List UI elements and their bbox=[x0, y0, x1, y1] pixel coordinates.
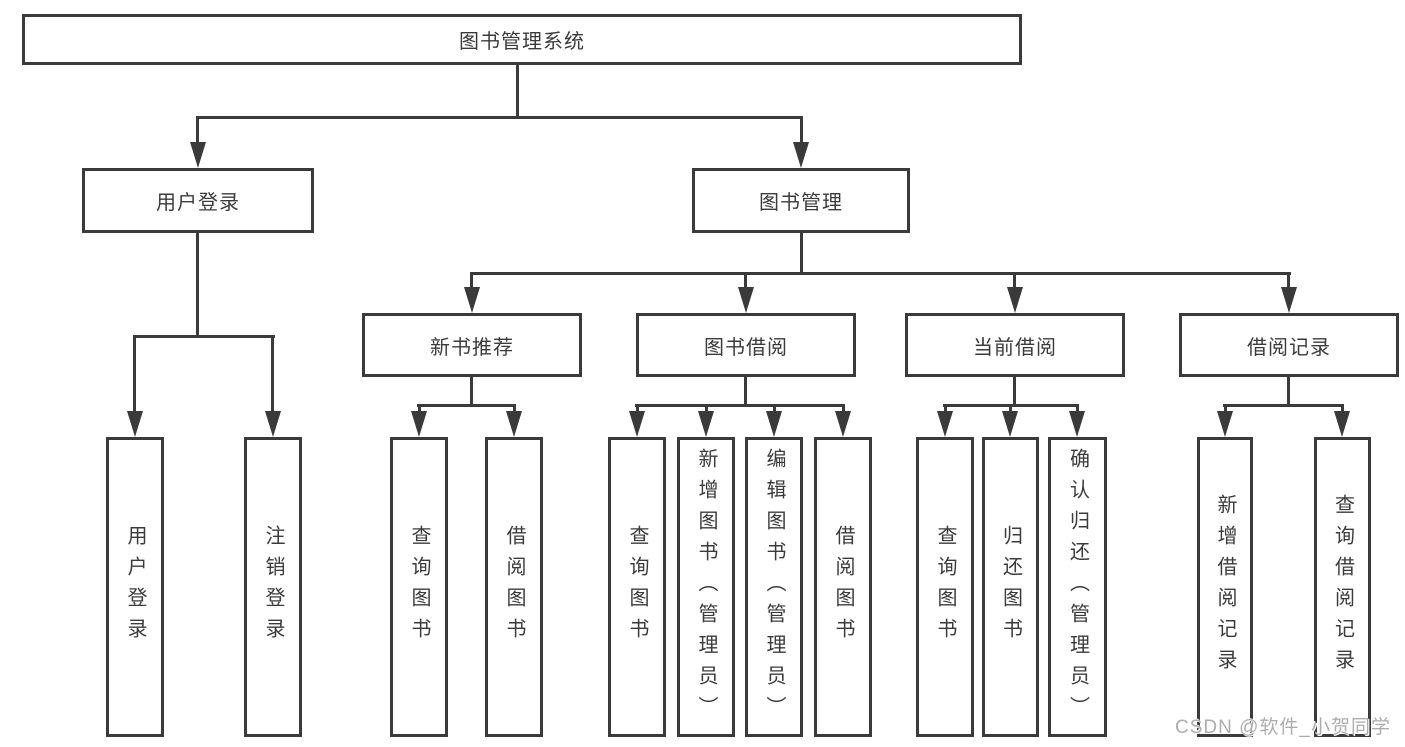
connector-borrowing-records-stem bbox=[1287, 377, 1290, 406]
leaf-add-borrow-record: 新增借阅记录 bbox=[1197, 437, 1253, 737]
connector-to-leaf bbox=[842, 404, 845, 413]
connector-to-leaf bbox=[1009, 404, 1012, 413]
node-book-management-system: 图书管理系统 bbox=[22, 14, 1022, 65]
leaf-logout: 注销登录 bbox=[244, 437, 302, 737]
connector-to-new-book bbox=[470, 272, 473, 289]
leaf-query-borrow-record: 查询借阅记录 bbox=[1314, 437, 1371, 737]
leaf-user-login: 用户登录 bbox=[106, 437, 164, 737]
leaf-label: 确认归还（管理员） bbox=[1066, 447, 1089, 727]
arrowhead-icon bbox=[1007, 287, 1023, 313]
connector-to-leaf bbox=[705, 404, 708, 413]
node-label: 借阅记录 bbox=[1247, 336, 1331, 359]
node-label: 用户登录 bbox=[156, 192, 240, 214]
connector-to-current-borrowing bbox=[1013, 272, 1016, 289]
connector-to-leaf bbox=[1076, 404, 1079, 413]
csdn-watermark: CSDN @软件_小贺同学 bbox=[1175, 717, 1391, 738]
arrowhead-icon bbox=[411, 411, 427, 437]
arrowhead-icon bbox=[265, 411, 281, 437]
leaf-confirm-return-admin: 确认归还（管理员） bbox=[1048, 437, 1107, 737]
connector-borrowing-records-branch bbox=[1223, 404, 1344, 407]
leaf-label: 查询借阅记录 bbox=[1331, 494, 1354, 680]
arrowhead-icon bbox=[506, 411, 522, 437]
connector-to-leaf bbox=[271, 335, 274, 413]
connector-new-book-stem bbox=[470, 377, 473, 406]
leaf-edit-books-admin: 编辑图书（管理员） bbox=[745, 437, 803, 737]
arrowhead-icon bbox=[1217, 411, 1233, 437]
connector-to-leaf bbox=[636, 404, 639, 413]
leaf-label: 查询图书 bbox=[626, 525, 648, 649]
node-label: 图书借阅 bbox=[704, 336, 788, 359]
leaf-label: 编辑图书（管理员） bbox=[763, 447, 785, 727]
connector-current-borrowing-stem bbox=[1013, 377, 1016, 406]
leaf-label: 新增借阅记录 bbox=[1214, 494, 1236, 680]
connector-root-stem bbox=[516, 64, 519, 118]
connector-to-leaf bbox=[418, 404, 421, 413]
leaf-query-books: 查询图书 bbox=[608, 437, 666, 737]
arrowhead-icon bbox=[464, 287, 480, 313]
connector-to-book-borrowing bbox=[744, 272, 747, 289]
arrowhead-icon bbox=[937, 411, 953, 437]
node-label: 新书推荐 bbox=[430, 336, 514, 359]
arrowhead-icon bbox=[1281, 287, 1297, 313]
connector-to-leaf bbox=[1341, 404, 1344, 413]
arrowhead-icon bbox=[1334, 411, 1350, 437]
connector-to-user-login bbox=[196, 116, 199, 144]
arrowhead-icon bbox=[793, 142, 809, 168]
arrowhead-icon bbox=[190, 142, 206, 168]
connector-to-leaf bbox=[773, 404, 776, 413]
node-current-borrowing: 当前借阅 bbox=[905, 313, 1125, 377]
connector-user-login-stem bbox=[196, 233, 199, 337]
connector-new-book-branch bbox=[417, 404, 516, 407]
leaf-borrow-books: 借阅图书 bbox=[814, 437, 872, 737]
leaf-return-books: 归还图书 bbox=[982, 437, 1039, 737]
leaf-label: 借阅图书 bbox=[503, 525, 525, 649]
leaf-add-books-admin: 新增图书（管理员） bbox=[677, 437, 735, 737]
connector-book-borrowing-stem bbox=[744, 377, 747, 406]
arrowhead-icon bbox=[629, 411, 645, 437]
node-borrowing-records: 借阅记录 bbox=[1179, 313, 1399, 377]
node-book-management: 图书管理 bbox=[692, 168, 910, 233]
connector-to-leaf bbox=[133, 335, 136, 413]
arrowhead-icon bbox=[738, 287, 754, 313]
arrowhead-icon bbox=[766, 411, 782, 437]
connector-to-book-management bbox=[800, 116, 803, 144]
connector-book-borrowing-branch bbox=[635, 404, 845, 407]
connector-to-leaf bbox=[944, 404, 947, 413]
node-book-borrowing: 图书借阅 bbox=[636, 313, 856, 377]
node-user-login: 用户登录 bbox=[82, 168, 314, 233]
leaf-borrow-books: 借阅图书 bbox=[485, 437, 543, 737]
connector-user-login-branch bbox=[133, 335, 275, 338]
arrowhead-icon bbox=[127, 411, 143, 437]
arrowhead-icon bbox=[1002, 411, 1018, 437]
leaf-query-books: 查询图书 bbox=[390, 437, 448, 737]
connector-to-leaf bbox=[1224, 404, 1227, 413]
connector-root-branch bbox=[196, 116, 803, 119]
connector-to-leaf bbox=[513, 404, 516, 413]
leaf-query-books: 查询图书 bbox=[916, 437, 974, 737]
leaf-label: 注销登录 bbox=[262, 525, 284, 649]
node-label: 当前借阅 bbox=[973, 336, 1057, 359]
connector-to-borrowing-records bbox=[1287, 272, 1290, 289]
leaf-label: 新增图书（管理员） bbox=[695, 447, 717, 727]
node-new-book-recommend: 新书推荐 bbox=[362, 313, 582, 377]
leaf-label: 查询图书 bbox=[408, 525, 430, 649]
arrowhead-icon bbox=[835, 411, 851, 437]
connector-book-management-stem bbox=[800, 233, 803, 274]
leaf-label: 用户登录 bbox=[124, 525, 146, 649]
connector-book-management-branch bbox=[470, 272, 1291, 275]
arrowhead-icon bbox=[1069, 411, 1085, 437]
leaf-label: 归还图书 bbox=[999, 525, 1022, 649]
node-label: 图书管理 bbox=[759, 192, 843, 214]
arrowhead-icon bbox=[698, 411, 714, 437]
leaf-label: 借阅图书 bbox=[832, 525, 854, 649]
node-label: 图书管理系统 bbox=[459, 31, 585, 53]
leaf-label: 查询图书 bbox=[934, 525, 956, 649]
